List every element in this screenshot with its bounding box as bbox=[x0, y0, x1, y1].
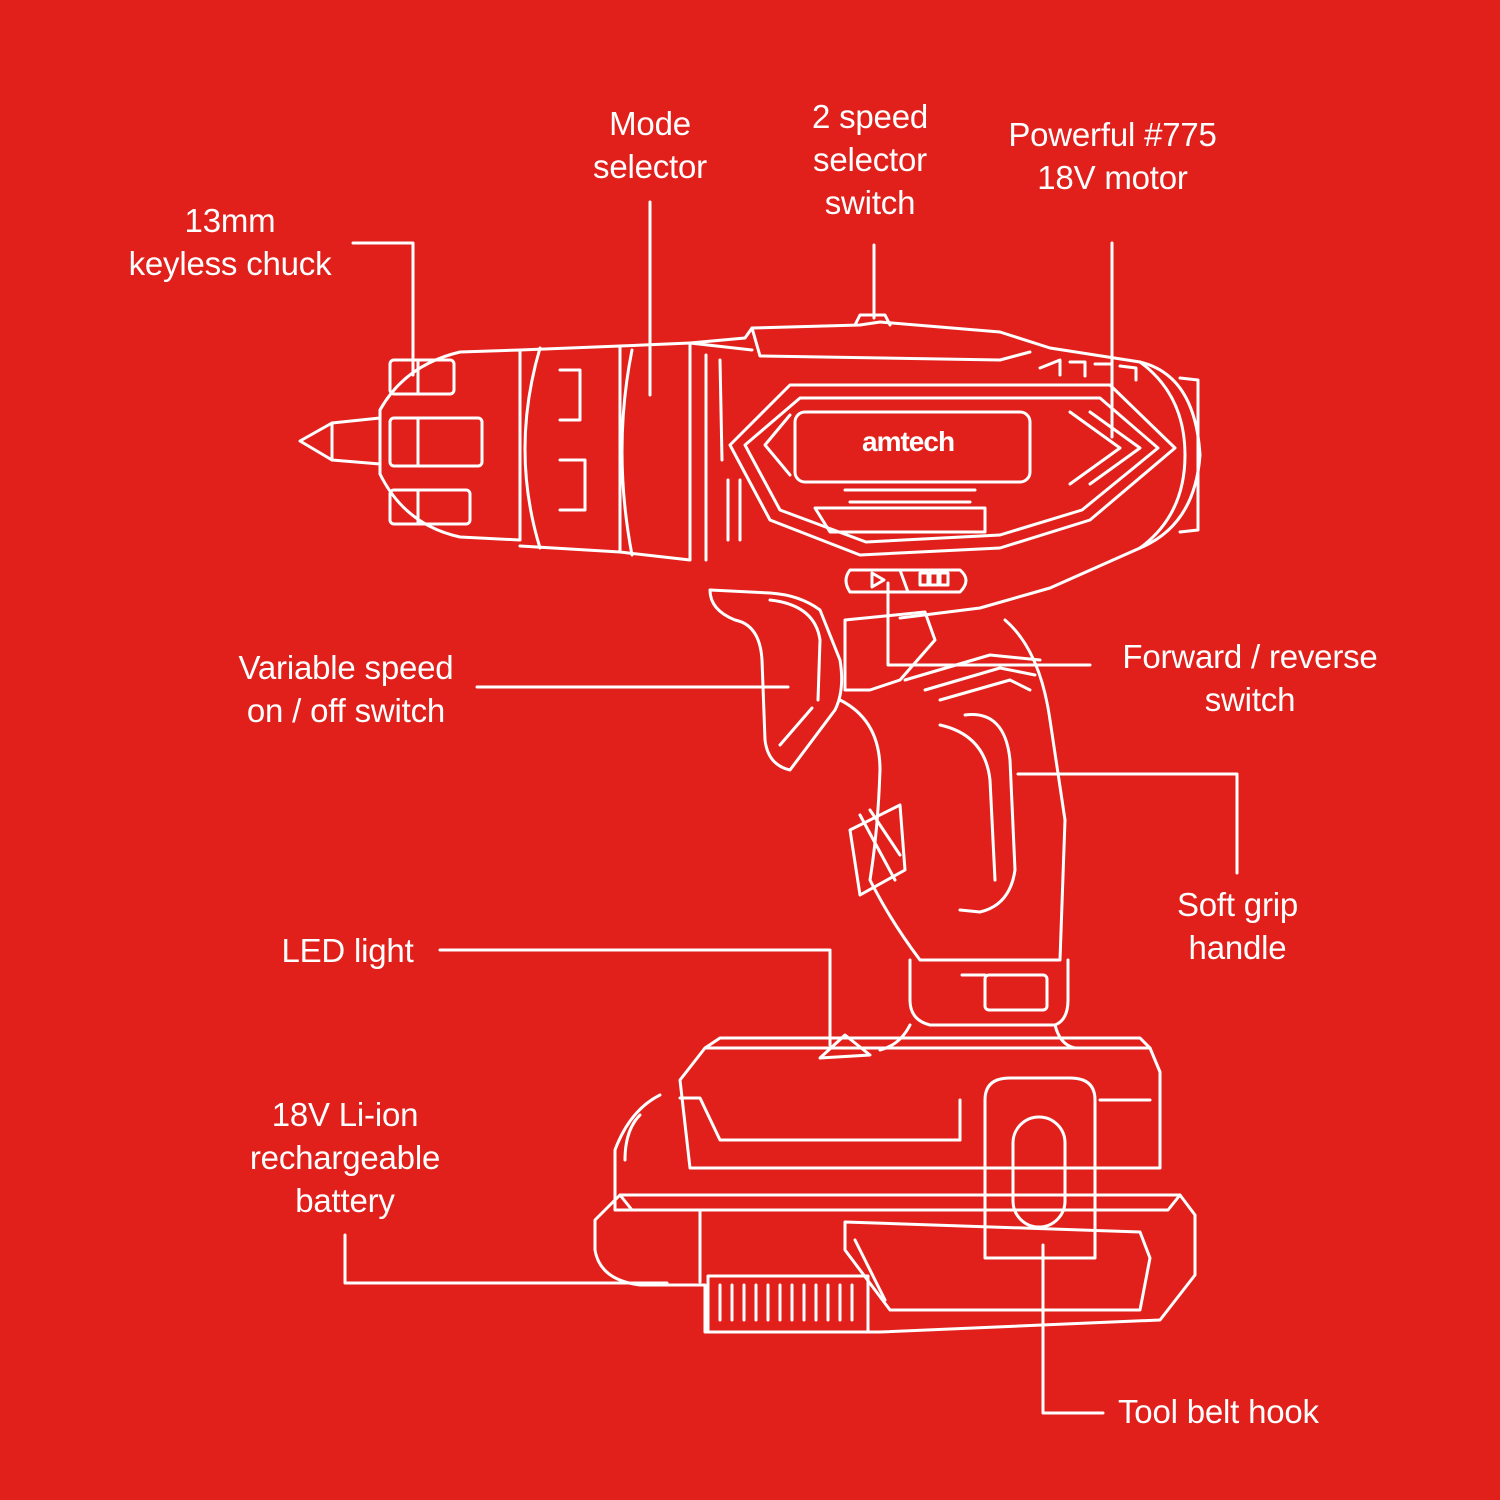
battery-base bbox=[593, 1193, 1197, 1334]
handle-outline bbox=[838, 610, 1077, 1052]
battery-vent-slots bbox=[718, 1283, 854, 1322]
callout-led-light: LED light bbox=[281, 932, 414, 969]
trigger-outline bbox=[708, 588, 844, 772]
brand-logo: amtech bbox=[862, 426, 954, 457]
callout-forward-reverse-switch: Forward / reverse switch bbox=[1122, 638, 1378, 718]
chuck-outline bbox=[298, 348, 522, 542]
belt-hook bbox=[983, 1076, 1097, 1260]
callout-tool-belt-hook: Tool belt hook bbox=[1118, 1393, 1319, 1430]
mode-selector-ring bbox=[518, 341, 754, 562]
forward-reverse-window bbox=[844, 568, 968, 594]
callout-speed-selector-switch: 2 speed selector switch bbox=[811, 98, 929, 221]
callout-battery: 18V Li-ion rechargeable battery bbox=[249, 1096, 441, 1219]
callout-soft-grip-handle: Soft grip handle bbox=[1176, 886, 1299, 966]
callout-keyless-chuck: 13mm keyless chuck bbox=[128, 202, 332, 282]
callout-mode-selector: Mode selector bbox=[593, 105, 707, 185]
callout-motor: Powerful #775 18V motor bbox=[1008, 116, 1217, 196]
battery-upper bbox=[613, 1033, 1162, 1212]
callout-leader-lines bbox=[343, 200, 1239, 1415]
side-badge-plate bbox=[728, 383, 1177, 557]
callout-variable-speed-switch: Variable speed on / off switch bbox=[238, 649, 454, 729]
